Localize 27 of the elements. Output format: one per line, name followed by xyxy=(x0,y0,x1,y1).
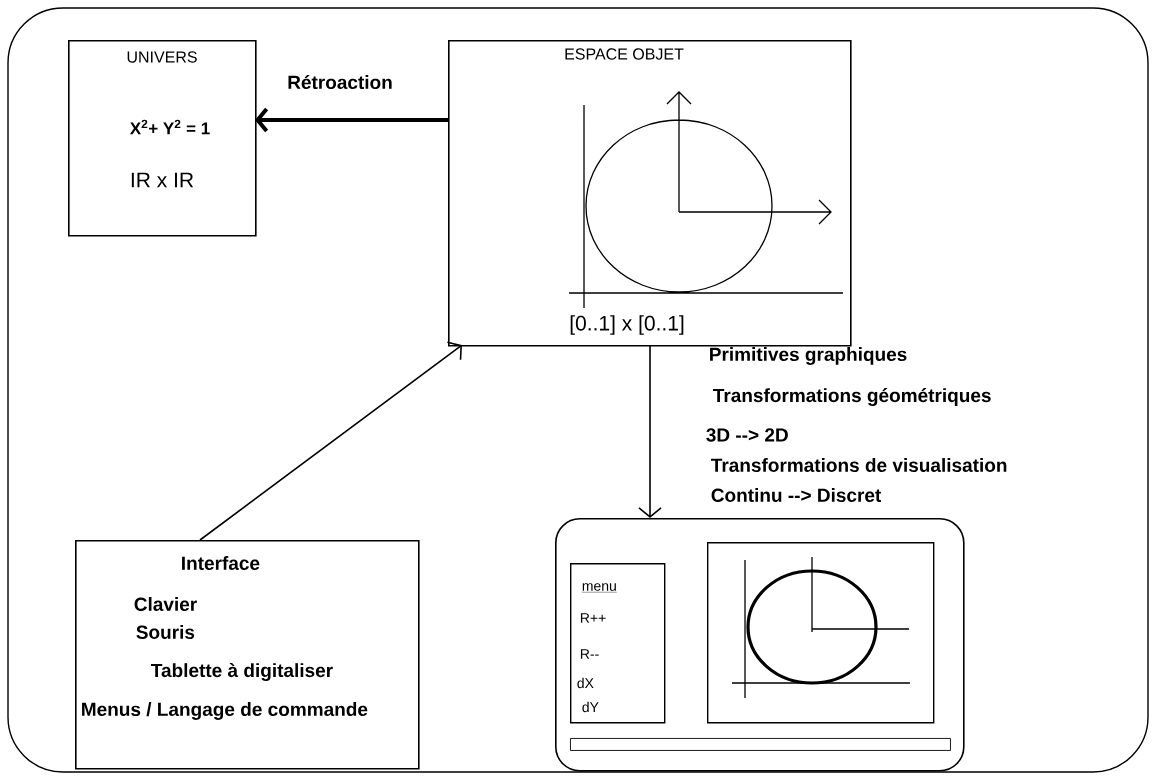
node-text: UNIVERS xyxy=(127,51,197,63)
box-border xyxy=(707,542,935,724)
arrow xyxy=(255,107,448,133)
arrow xyxy=(638,344,662,518)
node-text: IR x IR xyxy=(131,172,194,188)
node-text: Souris xyxy=(136,625,195,639)
box-border xyxy=(555,518,965,772)
node-text: dY xyxy=(582,701,599,713)
node-text: Interface xyxy=(182,556,260,570)
edge-label: Rétroaction xyxy=(286,73,394,91)
node-text: ESPACE OBJET xyxy=(565,48,684,60)
node-text: R-- xyxy=(580,649,599,659)
node-text: [0..1] x [0..1] xyxy=(570,315,684,335)
node-text: menu xyxy=(581,583,618,593)
node-text: Tablette à digitaliser xyxy=(151,663,333,681)
step-label: Transformations géométriques xyxy=(713,388,991,406)
step-label: Primitives graphiques xyxy=(710,347,907,365)
node-text: Clavier xyxy=(134,597,197,611)
arrow xyxy=(199,341,462,541)
status-bar xyxy=(570,738,951,751)
node-text: R++ xyxy=(580,613,606,623)
node-text: Menus / Langage de commande xyxy=(82,702,368,720)
node-text: X$^{2}$+ Y$^{2}$ = 1 xyxy=(129,119,210,135)
step-label: Continu --> Discret xyxy=(711,488,882,502)
step-label: Transformations de visualisation xyxy=(711,458,1007,472)
step-label: 3D --> 2D xyxy=(706,428,788,442)
node-text: dX xyxy=(577,677,594,689)
